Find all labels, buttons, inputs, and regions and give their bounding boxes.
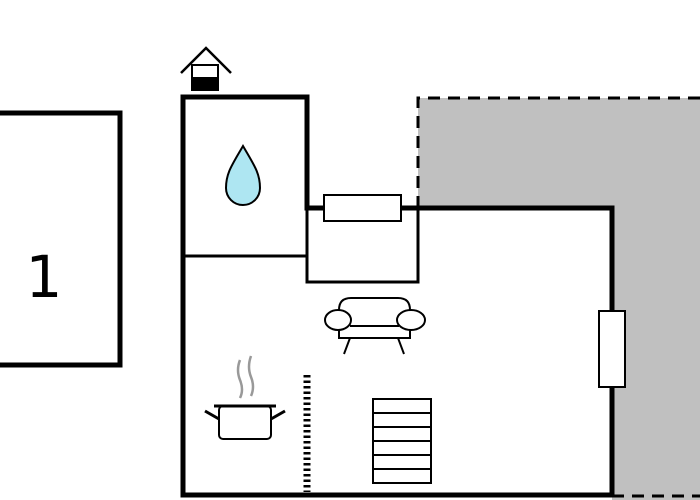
building-1: 1 — [0, 110, 123, 368]
building-number: 1 — [26, 243, 63, 311]
entrance-base — [192, 77, 218, 90]
outer-wall — [180, 94, 615, 498]
building-1-outline — [0, 110, 123, 368]
hall-wall — [305, 208, 420, 284]
terrace-area — [418, 98, 700, 500]
house-walls — [180, 94, 615, 498]
window-right — [598, 310, 626, 388]
terrace — [416, 96, 700, 500]
staircase-icon — [372, 398, 432, 484]
window-top — [323, 194, 402, 222]
entrance-roof — [180, 46, 232, 74]
house-entrance-icon — [180, 46, 232, 91]
water-drop-icon — [224, 144, 262, 206]
sofa-icon — [324, 297, 426, 355]
cooking-pot-icon — [204, 355, 286, 440]
terrace-dashed-border — [416, 96, 700, 208]
